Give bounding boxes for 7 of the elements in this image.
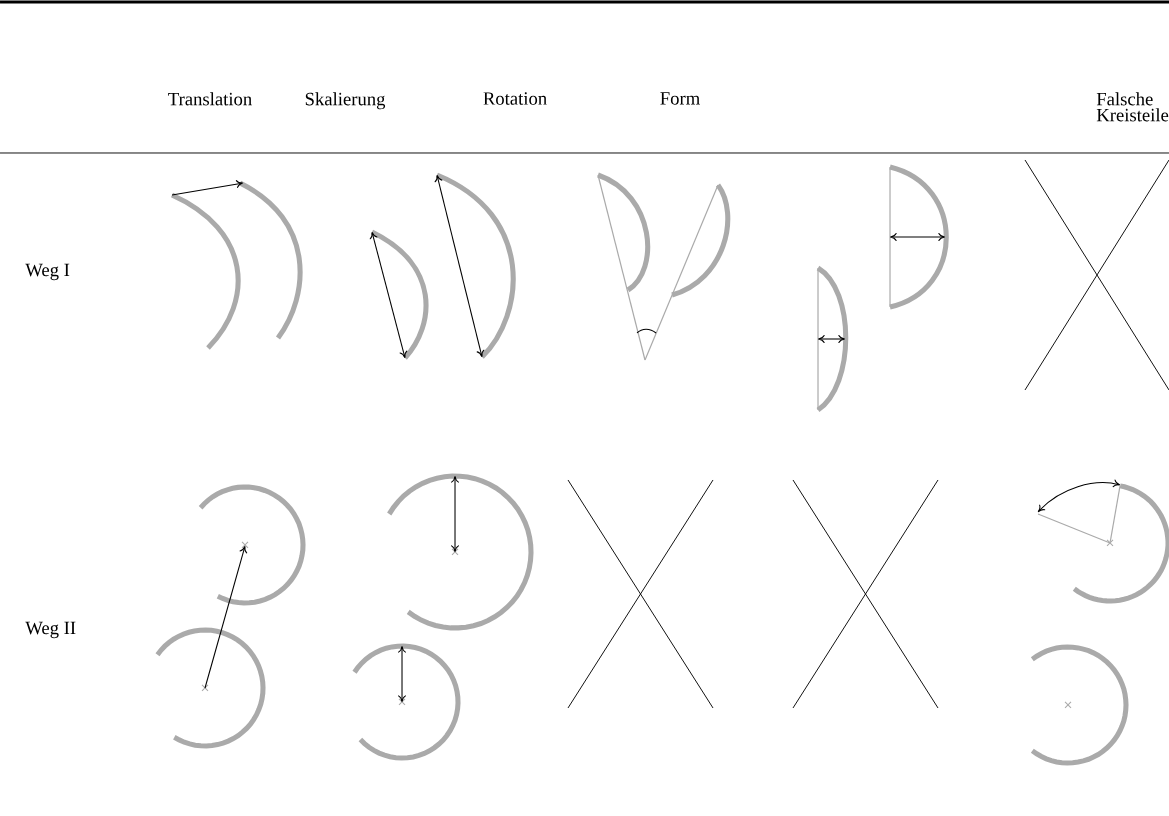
column-heading: Falsche Kreisteile <box>1096 92 1169 122</box>
column-heading: Translation <box>168 92 252 106</box>
column-heading: Form <box>660 92 700 105</box>
row-heading: Weg I <box>25 263 70 281</box>
column-heading: Skalierung <box>305 92 386 110</box>
row-heading: Weg II <box>25 621 76 639</box>
column-heading: Rotation <box>483 92 547 105</box>
